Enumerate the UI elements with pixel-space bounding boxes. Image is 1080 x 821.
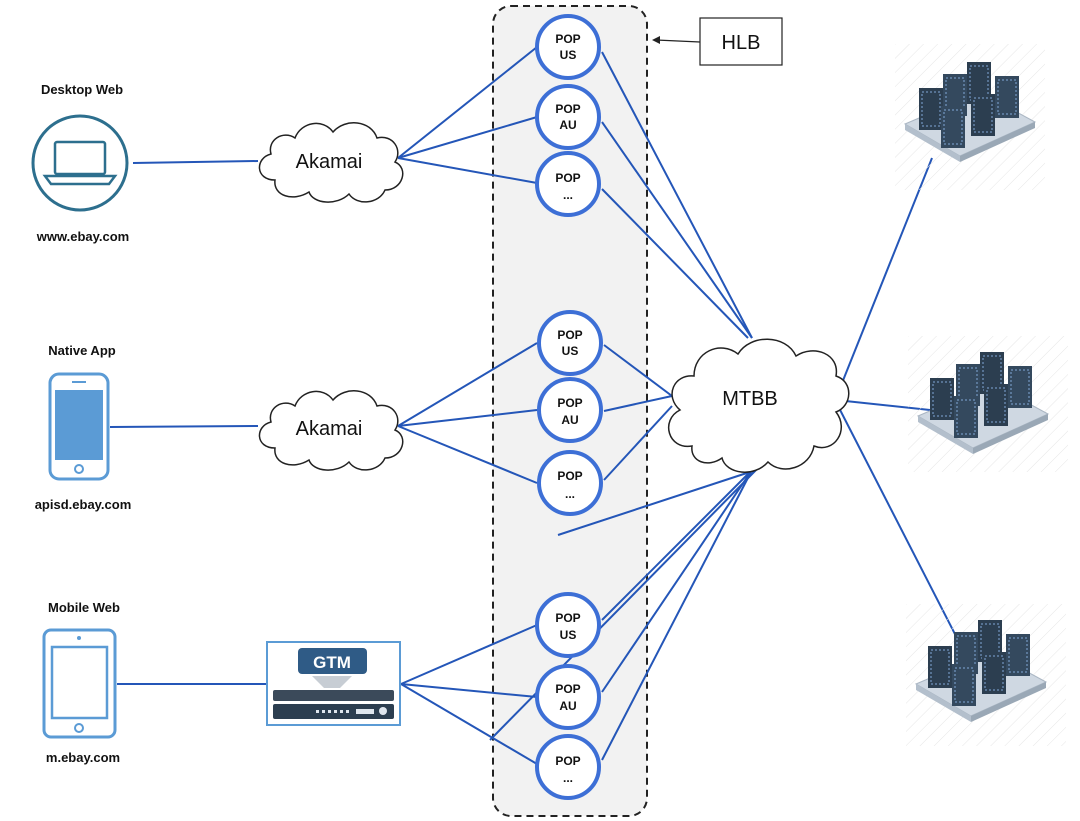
pop-line1: POP (555, 611, 580, 625)
pop-node: POP AU (535, 84, 601, 150)
server-rack (1006, 634, 1030, 676)
desktop-client: Desktop Web www.ebay.com (31, 82, 129, 244)
pop-line2: ... (563, 188, 573, 202)
native-url: apisd.ebay.com (35, 497, 132, 512)
server-rack (971, 94, 995, 136)
pop-line2: US (560, 628, 577, 642)
pop-node: POP AU (537, 377, 603, 443)
server-cluster-3 (906, 604, 1066, 746)
mobile-client: Mobile Web m.ebay.com (42, 600, 120, 765)
pop-line1: POP (555, 754, 580, 768)
pop-line2: ... (563, 771, 573, 785)
pop-node: POP US (537, 310, 603, 376)
server-cluster-1 (895, 44, 1045, 190)
hlb-label-box (699, 17, 783, 66)
tablet-icon (42, 628, 117, 739)
pop-line1: POP (555, 682, 580, 696)
pop-line1: POP (557, 469, 582, 483)
pop-line1: POP (555, 32, 580, 46)
laptop-icon (31, 114, 129, 212)
server-rack (982, 652, 1006, 694)
server-rack (919, 88, 943, 130)
pop-line1: POP (557, 328, 582, 342)
pop-node: POP ... (537, 450, 603, 516)
pop-group-3: POP US POP AU POP ... (535, 592, 601, 800)
desktop-url: www.ebay.com (36, 229, 129, 244)
server-rack (941, 106, 965, 148)
server-rack (930, 378, 954, 420)
mtbb-label: MTBB (722, 388, 778, 410)
server-rack (995, 76, 1019, 118)
pop-line2: AU (561, 413, 578, 427)
server-rack (1008, 366, 1032, 408)
pop-line1: POP (555, 102, 580, 116)
akamai-mid-label: Akamai (296, 418, 363, 440)
pop-node: POP ... (535, 734, 601, 800)
pop-group-2: POP US POP AU POP ... (537, 310, 603, 516)
pop-node: POP ... (535, 151, 601, 217)
native-client: Native App apisd.ebay.com (35, 343, 132, 512)
desktop-title: Desktop Web (41, 82, 123, 97)
akamai-cloud-mid: Akamai (258, 390, 404, 471)
server-rack (952, 664, 976, 706)
pop-node: POP US (535, 592, 601, 658)
pop-line2: ... (565, 487, 575, 501)
server-rack (984, 384, 1008, 426)
pop-line2: AU (559, 118, 576, 132)
hlb-callout: HLB (652, 17, 783, 66)
mobile-url: m.ebay.com (46, 750, 120, 765)
pop-line2: AU (559, 699, 576, 713)
pop-line1: POP (557, 396, 582, 410)
pop-line2: US (562, 344, 579, 358)
phone-icon (48, 372, 110, 481)
pop-group-1: POP US POP AU POP ... (535, 14, 601, 217)
mobile-title: Mobile Web (48, 600, 120, 615)
server-rack (928, 646, 952, 688)
pop-node: POP US (535, 14, 601, 80)
akamai-cloud-top: Akamai (258, 122, 404, 203)
hlb-label: HLB (722, 32, 761, 54)
server-rack (954, 396, 978, 438)
server-cluster-2 (908, 336, 1068, 472)
pop-node: POP AU (535, 664, 601, 730)
gtm-appliance: GTM (266, 641, 401, 726)
native-title: Native App (48, 343, 115, 358)
links (109, 46, 959, 765)
mtbb-cloud: MTBB (668, 338, 850, 473)
pop-line2: US (560, 48, 577, 62)
akamai-top-label: Akamai (296, 151, 363, 173)
pop-line1: POP (555, 171, 580, 185)
gtm-label: GTM (313, 653, 351, 672)
